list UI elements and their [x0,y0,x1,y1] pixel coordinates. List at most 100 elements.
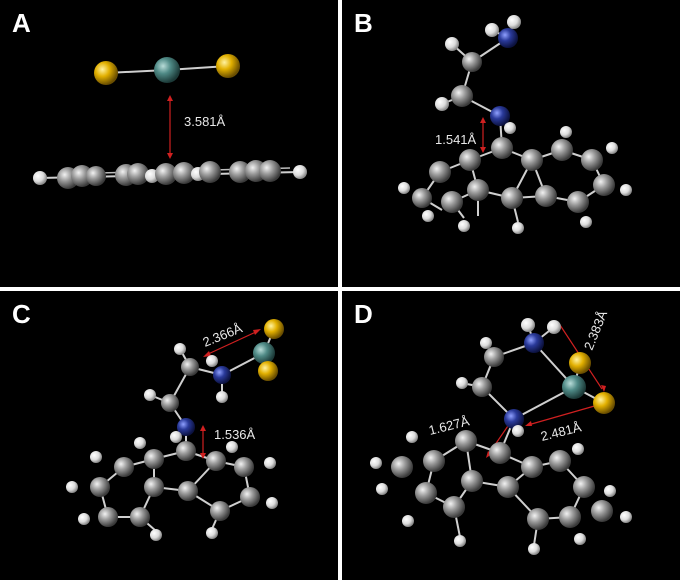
carbon-atom [484,347,504,367]
panel-c: 1.536Å 2.366Å [0,291,338,580]
carbon-atom [521,149,543,171]
carbon-atom [459,149,481,171]
carbon-atom [573,476,595,498]
panel-label: C [12,299,31,329]
hydrogen-atom [454,535,466,547]
distance-label: 1.536Å [214,427,256,442]
distance-label: 1.541Å [435,132,477,147]
carbon-atom [535,185,557,207]
carbon-atom [549,450,571,472]
carbon-atom [462,52,482,72]
hydrogen-atom [512,425,524,437]
sulfur-atom [569,352,591,374]
nitrogen-atom [498,28,518,48]
panel-a: 3.581Å A [0,0,338,287]
carbon-atom [259,160,281,182]
hydrogen-atom [480,337,492,349]
sulfur-atom [94,61,118,85]
panel-d: 2.383Å 1.627Å 2.481Å [342,291,680,580]
panel-label: B [354,8,373,38]
carbon-atom [206,451,226,471]
carbon-atom [98,507,118,527]
hydrogen-atom [458,220,470,232]
hydrogen-atom [398,182,410,194]
hydrogen-atom [226,441,238,453]
carbon-atom [489,442,511,464]
carbon-atom [412,188,432,208]
carbon-atom [497,476,519,498]
nitrogen-atom [524,333,544,353]
carbon-atom [527,508,549,530]
hydrogen-atom [485,23,499,37]
hydrogen-atom [435,97,449,111]
distance-label: 2.481Å [539,419,583,444]
hydrogen-atom [264,457,276,469]
carbon-atom [461,470,483,492]
carbon-atom [173,162,195,184]
panel-a-molecule: 3.581Å [33,54,307,189]
nitrogen-atom [177,418,195,436]
hydrogen-atom [574,533,586,545]
hydrogen-atom [78,513,90,525]
hydrogen-atom [376,483,388,495]
carbon-atom [144,477,164,497]
carbon-atom [155,163,177,185]
carbon-atom [521,456,543,478]
carbon-atom [199,161,221,183]
hydrogen-atom [406,431,418,443]
hydrogen-atom [134,437,146,449]
sulfur-atom [593,392,615,414]
carbon-atom [229,161,251,183]
carbon-atom [415,482,437,504]
carbon-atom [559,506,581,528]
distance-label: 2.383Å [581,308,610,352]
carbon-atom [429,161,451,183]
carbon-atom [467,179,489,201]
hydrogen-atom [170,431,182,443]
carbon-atom [593,174,615,196]
carbon-atom [114,457,134,477]
hydrogen-atom [604,485,616,497]
hydrogen-atom [216,391,228,403]
hydrogen-atom [402,515,414,527]
panel-label: A [12,8,31,38]
hydrogen-atom [547,320,561,334]
carbon-atom [443,496,465,518]
carbon-atom [441,191,463,213]
carbon-atom [144,449,164,469]
distance-label: 2.366Å [201,320,245,349]
hydrogen-atom [293,165,307,179]
carbon-atom [71,165,93,187]
hydrogen-atom [66,481,78,493]
carbon-atom [130,507,150,527]
hydrogen-atom [90,451,102,463]
hydrogen-atom [370,457,382,469]
carbon-atom [234,457,254,477]
hydrogen-atom [206,527,218,539]
hydrogen-atom [512,222,524,234]
panel-label: D [354,299,373,329]
hydrogen-atom [521,318,535,332]
metal-atom [253,342,275,364]
hydrogen-atom [33,171,47,185]
hydrogen-atom [620,184,632,196]
panel-b-molecule: 1.541Å [398,15,632,234]
carbon-atom [127,163,149,185]
carbon-atom [491,137,513,159]
panel-b: 1.541Å [342,0,680,287]
hydrogen-atom [456,377,468,389]
panel-c-molecule: 1.536Å 2.366Å [66,319,284,541]
carbon-atom [472,377,492,397]
distance-label: 3.581Å [184,114,226,129]
nitrogen-atom [213,366,231,384]
hydrogen-atom [174,343,186,355]
hydrogen-atom [560,126,572,138]
carbon-atom [161,394,179,412]
carbon-atom [86,166,106,186]
hydrogen-atom [620,511,632,523]
carbon-atom [176,441,196,461]
carbon-atom [391,456,413,478]
carbon-atom [501,187,523,209]
carbon-atom [581,149,603,171]
